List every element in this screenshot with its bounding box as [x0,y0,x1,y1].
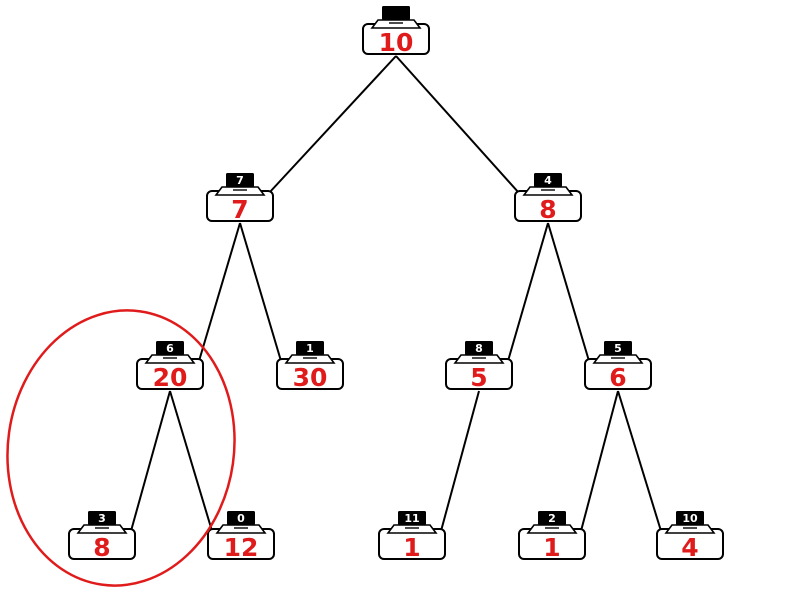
node-id-label: 4 [544,174,552,187]
node-value: 1 [403,533,420,562]
tree-node-n3: 6 20 [136,341,204,392]
laptop-icon [592,341,644,364]
tree-edge-n6-n10 [580,390,619,532]
tree-node-n11: 10 4 [656,511,724,562]
tree-edge-n2-n5 [507,222,549,362]
node-value: 8 [539,195,556,224]
tree-node-n4: 1 30 [276,341,344,392]
node-value: 8 [93,533,110,562]
node-id-label: 5 [614,342,622,355]
node-value: 20 [153,363,188,392]
highlight-circle [6,309,236,587]
tree-node-n6: 56 [584,341,652,392]
tree-edge-n2-n6 [547,222,590,362]
node-value: 6 [609,363,626,392]
tree-node-n10: 21 [518,511,586,562]
tree-node-n1: 77 [206,173,274,224]
laptop-icon [144,341,196,364]
tree-node-n7: 38 [68,511,136,562]
laptop-icon [370,6,422,29]
node-id-label: 6 [166,342,174,355]
tree-edge-n3-n8 [169,390,213,532]
laptop-icon [664,511,716,534]
tree-edge-n3-n7 [130,390,171,532]
tree-node-n2: 48 [514,173,582,224]
node-value: 1 [543,533,560,562]
node-id-label: 3 [98,512,106,525]
tree-node-n8: 0 12 [207,511,275,562]
tree-edge-n0-n1 [268,55,397,194]
laptop-icon [76,511,128,534]
laptop-icon [526,511,578,534]
node-value: 4 [681,533,698,562]
tree-node-n0: 10 [362,6,430,57]
node-value: 12 [224,533,259,562]
laptop-icon [386,511,438,534]
node-id-label: 11 [404,512,419,525]
tree-edge-n0-n2 [395,55,520,194]
node-value: 30 [293,363,328,392]
node-id-label: 2 [548,512,556,525]
tree-edge-n1-n3 [198,222,241,362]
tree-node-n9: 111 [378,511,446,562]
laptop-icon [215,511,267,534]
tree-edge-n5-n9 [440,390,480,532]
laptop-icon [214,173,266,196]
node-id-label: 8 [475,342,483,355]
node-id-label: 0 [237,512,245,525]
laptop-icon [522,173,574,196]
laptop-icon [453,341,505,364]
node-value: 7 [231,195,248,224]
node-id-label: 7 [236,174,244,187]
node-value: 5 [470,363,487,392]
tree-edge-n1-n4 [239,222,282,362]
tree-edge-n6-n11 [617,390,662,532]
node-id-label: 10 [682,512,698,525]
node-value: 10 [379,28,414,57]
node-id-label: 1 [306,342,314,355]
tree-node-n5: 85 [445,341,513,392]
laptop-icon [284,341,336,364]
